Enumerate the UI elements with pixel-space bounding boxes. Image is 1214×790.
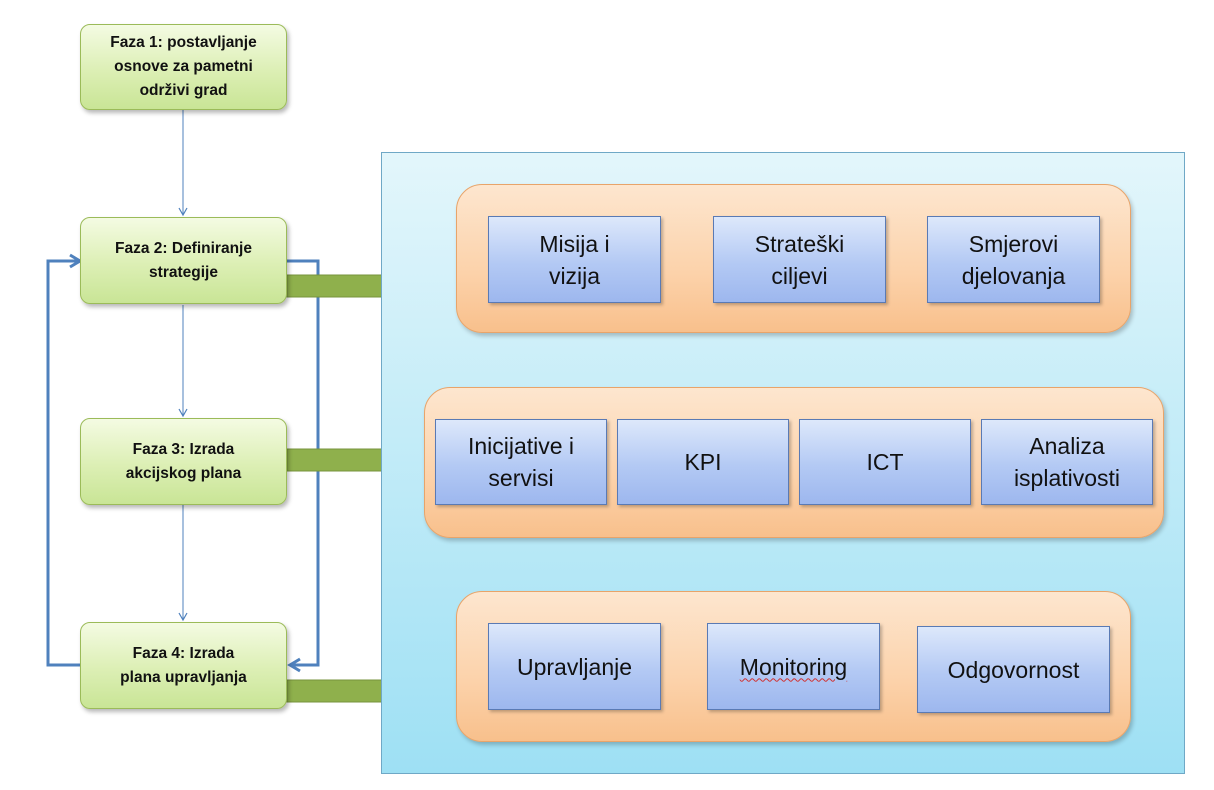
item-inicijative-i-servisi: Inicijative i servisi [435, 419, 607, 505]
item-odgovornost: Odgovornost [917, 626, 1110, 713]
phase-2-label: Faza 2: Definiranje strategije [115, 239, 252, 281]
item-upravljanje: Upravljanje [488, 623, 661, 710]
item-misija-i-vizija: Misija i vizija [488, 216, 661, 303]
item-ict: ICT [799, 419, 971, 505]
item-analiza-isplativosti: Analiza isplativosti [981, 419, 1153, 505]
phase-3-box: Faza 3: Izrada akcijskog plana [80, 418, 287, 505]
phase-1-label: Faza 1: postavljanje osnove za pametni o… [110, 34, 257, 99]
phase-1-box: Faza 1: postavljanje osnove za pametni o… [80, 24, 287, 110]
phase-4-label: Faza 4: Izrada plana upravljanja [120, 644, 247, 686]
item-kpi: KPI [617, 419, 789, 505]
phase-4-box: Faza 4: Izrada plana upravljanja [80, 622, 287, 709]
feedback-loop-arrow [46, 253, 83, 667]
phase-3-label: Faza 3: Izrada akcijskog plana [125, 440, 242, 482]
phase-2-box: Faza 2: Definiranje strategije [80, 217, 287, 304]
item-monitoring: Monitoring [707, 623, 880, 710]
item-strateski-ciljevi: Strateški ciljevi [713, 216, 886, 303]
item-smjerovi-djelovanja: Smjerovi djelovanja [927, 216, 1100, 303]
